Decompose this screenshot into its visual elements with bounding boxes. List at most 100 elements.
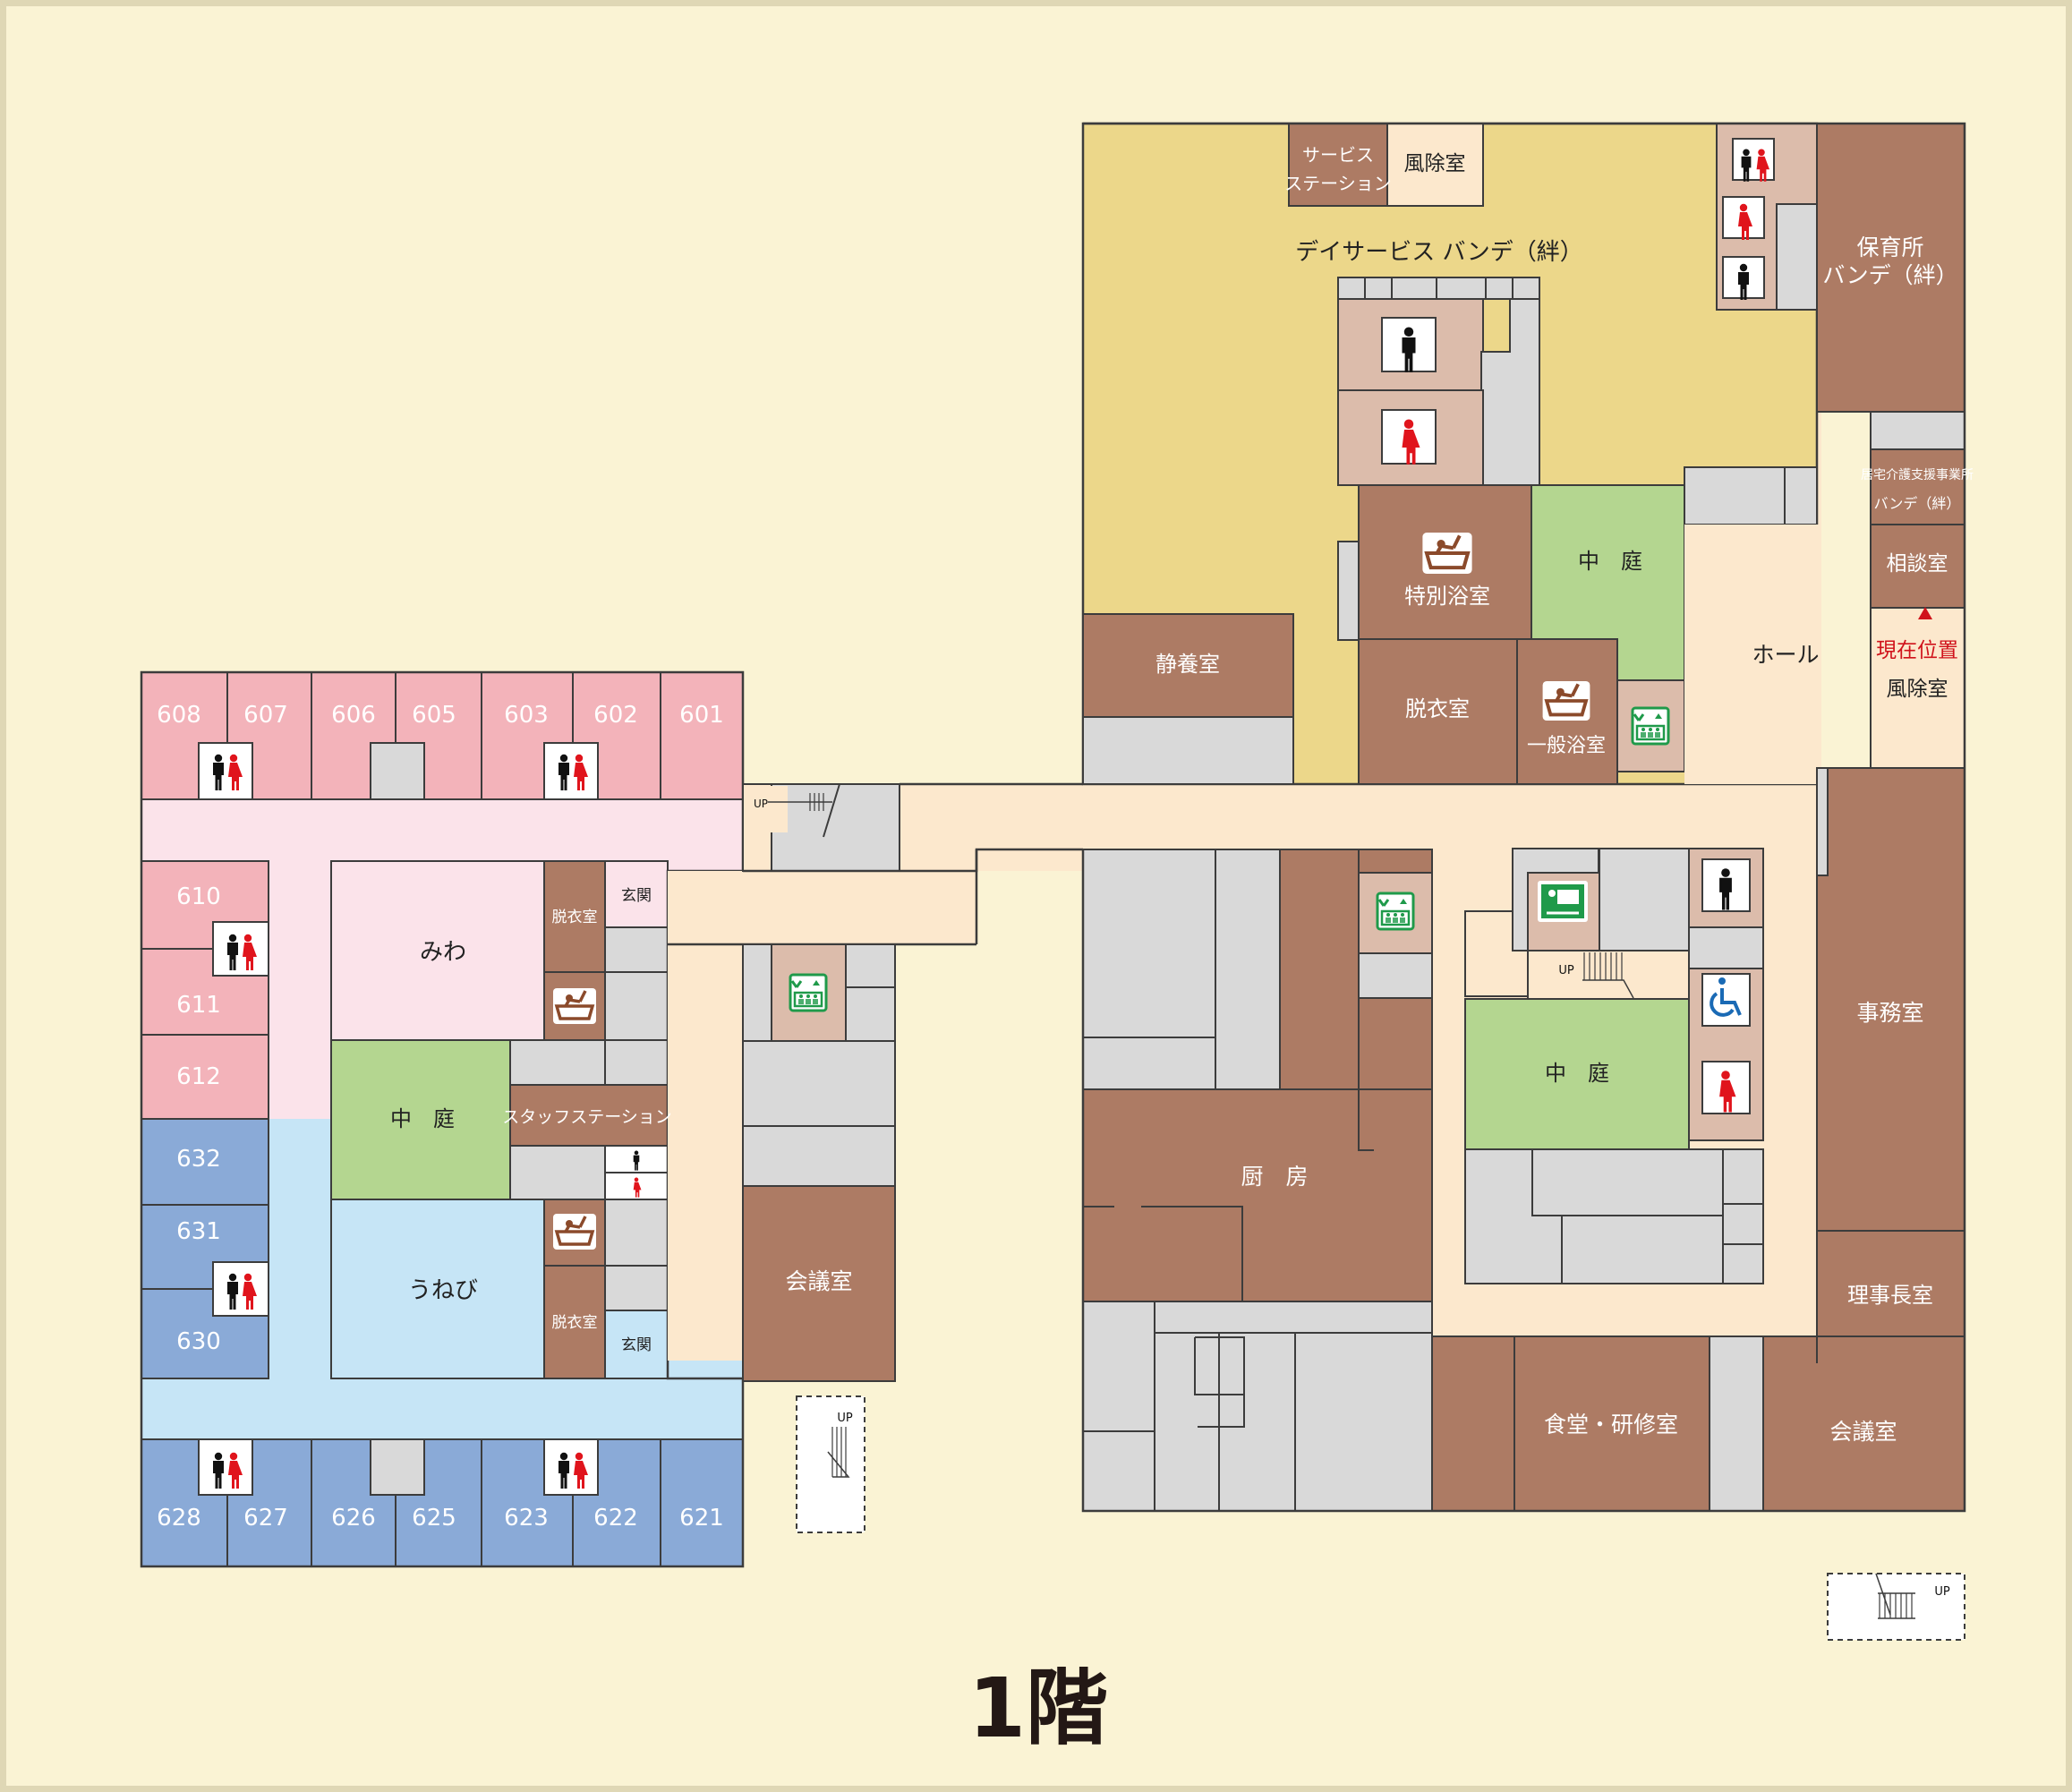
accessible-toilet[interactable]: [1701, 973, 1751, 1027]
label-rest-room: 静養室: [1155, 652, 1220, 677]
bath-icon: [1540, 679, 1592, 722]
ward-toilet[interactable]: [212, 1261, 269, 1317]
elevator-icon: [1631, 706, 1670, 746]
map-title: 1階: [968, 1660, 1108, 1756]
room-number: 626: [331, 1505, 376, 1532]
inner-block: UP: [1464, 848, 1764, 1284]
changing-room-dayservice[interactable]: [1358, 638, 1518, 785]
label-changing-room: 脱衣室: [552, 909, 598, 926]
label-nursery: 保育所: [1856, 235, 1923, 260]
stairs-label: UP: [837, 1412, 853, 1425]
stairs-label: UP: [1558, 964, 1574, 977]
room-number: 603: [504, 702, 549, 729]
hall[interactable]: [1684, 525, 1821, 784]
rest-room[interactable]: [1082, 613, 1294, 718]
changing-room[interactable]: [543, 860, 606, 973]
room-number: 631: [176, 1218, 221, 1245]
ward-room[interactable]: [660, 1438, 744, 1567]
ward-toilet[interactable]: [543, 1438, 599, 1496]
room-number: 630: [176, 1328, 221, 1355]
label-meeting-room: 会議室: [1829, 1419, 1897, 1445]
ward-toilet[interactable]: [212, 921, 269, 977]
accessible-toilet-icon: [1710, 977, 1742, 1017]
label-service-station: ステーション: [1284, 173, 1392, 194]
care-support-office[interactable]: [1870, 448, 1965, 525]
room-number: 602: [593, 702, 638, 729]
stairs-label: UP: [754, 798, 768, 810]
room-number: 621: [679, 1505, 724, 1532]
bath-icon: [551, 986, 598, 1026]
windbreak-room[interactable]: [1386, 123, 1484, 207]
kitchen[interactable]: [1082, 1088, 1433, 1302]
label-special-bath: 特別浴室: [1404, 584, 1490, 609]
ward-toilet[interactable]: [543, 742, 599, 800]
label-nursery: バンデ（絆）: [1822, 262, 1957, 288]
room-number: 622: [593, 1505, 638, 1532]
meeting-room[interactable]: [1762, 1335, 1965, 1512]
label-courtyard: 中 庭: [390, 1106, 455, 1131]
label-changing-room: 脱衣室: [1405, 696, 1470, 721]
room-number: 611: [176, 992, 221, 1019]
label-miwa: みわ: [420, 939, 466, 966]
stairs-icon[interactable]: UP: [1827, 1573, 1965, 1641]
stairs[interactable]: [1527, 950, 1690, 1000]
label-kitchen: 厨 房: [1241, 1164, 1308, 1190]
label-chairman-room: 理事長室: [1847, 1283, 1933, 1308]
label-hall: ホール: [1752, 642, 1819, 668]
ward-room[interactable]: [141, 1118, 269, 1206]
label-windbreak: 風除室: [1887, 678, 1948, 701]
office[interactable]: [1816, 767, 1965, 1232]
label-service-station: サービス: [1302, 144, 1374, 166]
label-unebi: うねび: [408, 1277, 478, 1304]
room-unebi[interactable]: [330, 1199, 545, 1379]
stairs[interactable]: [796, 1395, 865, 1533]
label-staff-station: スタッフステーション: [502, 1107, 672, 1127]
right-column: [1762, 123, 1965, 1512]
consultation-room[interactable]: [1870, 524, 1965, 609]
changing-room[interactable]: [543, 1265, 606, 1379]
label-courtyard: 中 庭: [1578, 549, 1642, 574]
elevator-icon: [789, 973, 828, 1012]
label-entrance: 玄関: [621, 1336, 652, 1354]
courtyard-right: [1464, 998, 1690, 1150]
label-consultation: 相談室: [1887, 552, 1948, 576]
label-dayservice: デイサービス バンデ（絆）: [1295, 239, 1583, 266]
label-windbreak: 風除室: [1404, 152, 1466, 175]
label-changing-room: 脱衣室: [552, 1314, 598, 1332]
room-number: 610: [176, 883, 221, 910]
ward-toilet[interactable]: [198, 1438, 253, 1496]
room-number: 601: [679, 702, 724, 729]
label-dining-training: 食堂・研修室: [1544, 1412, 1678, 1438]
entrance[interactable]: [604, 1310, 669, 1379]
label-general-bath: 一般浴室: [1527, 735, 1606, 757]
room-number: 623: [504, 1505, 549, 1532]
current-position-marker-icon: [1918, 607, 1932, 619]
meeting-room[interactable]: [742, 1185, 896, 1382]
room-number: 612: [176, 1063, 221, 1090]
ward-room[interactable]: [141, 1034, 269, 1120]
room-number: 628: [157, 1505, 201, 1532]
bath-icon: [1422, 533, 1471, 574]
ward-room[interactable]: [660, 671, 744, 800]
left-ward: [140, 670, 745, 1568]
label-current-position: 現在位置: [1876, 639, 1958, 662]
middle-block: UP: [742, 943, 896, 1533]
bath-icon: [551, 1212, 598, 1251]
label-meeting-room: 会議室: [785, 1268, 852, 1294]
staff-station[interactable]: [509, 1084, 669, 1147]
stairs-label: UP: [1934, 1585, 1950, 1599]
room-number: 632: [176, 1146, 221, 1173]
label-office: 事務室: [1856, 1000, 1923, 1026]
toilet[interactable]: [1732, 138, 1775, 181]
label-care-office: 居宅介護支援事業所: [1861, 468, 1974, 482]
dayservice-area: [1081, 122, 1821, 786]
room-number: 606: [331, 702, 376, 729]
room-number: 608: [157, 702, 201, 729]
kitchen-area: [1082, 849, 1764, 1512]
ward-toilet[interactable]: [198, 742, 253, 800]
elevator-icon: [1376, 892, 1415, 931]
label-entrance: 玄関: [621, 887, 652, 905]
rehab-icon: [1538, 881, 1588, 922]
room-number: 627: [243, 1505, 288, 1532]
